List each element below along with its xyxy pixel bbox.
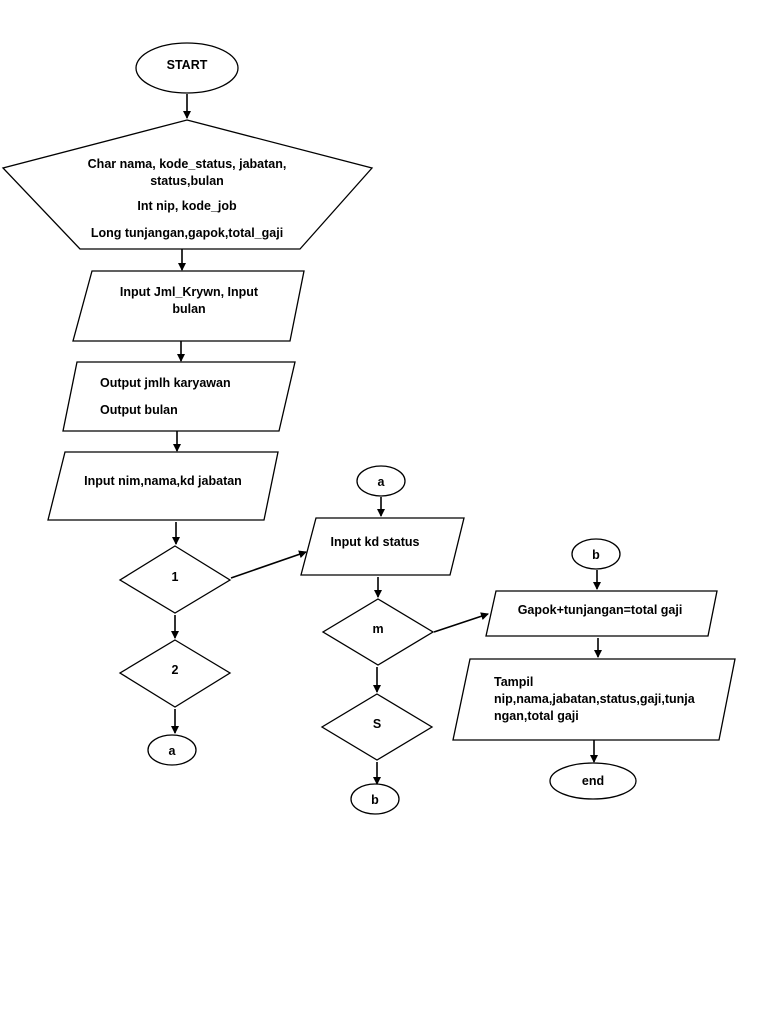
decision-s: S bbox=[320, 693, 434, 761]
input-kd-status: Input kd status bbox=[300, 517, 465, 576]
decision-m-label: m bbox=[372, 622, 383, 636]
input-nim-nama: Input nim,nama,kd jabatan bbox=[47, 451, 279, 521]
decision-m: m bbox=[321, 598, 435, 666]
input-jml-krywn: Input Jml_Krywn, Input bulan bbox=[72, 270, 305, 342]
input-jml-line2: bulan bbox=[172, 302, 205, 316]
end-terminator: end bbox=[549, 762, 637, 800]
declarations-line1: Char nama, kode_status, jabatan, bbox=[88, 157, 287, 171]
declarations-line3: Int nip, kode_job bbox=[137, 199, 237, 213]
tampil-line3: ngan,total gaji bbox=[494, 709, 579, 723]
start-label: START bbox=[167, 58, 208, 72]
start-terminator: START bbox=[135, 42, 239, 94]
connector-a-out: a bbox=[147, 734, 197, 766]
arrow-decision-1-to-status bbox=[230, 550, 307, 579]
declarations-line2: status,bulan bbox=[150, 174, 224, 188]
declarations-block: Char nama, kode_status, jabatan, status,… bbox=[1, 119, 374, 250]
output-line2: Output bulan bbox=[100, 403, 178, 417]
input-jml-line1: Input Jml_Krywn, Input bbox=[120, 285, 259, 299]
connector-a-out-label: a bbox=[169, 744, 177, 758]
decision-2: 2 bbox=[118, 639, 232, 708]
declarations-line4: Long tunjangan,gapok,total_gaji bbox=[91, 226, 283, 240]
input-status-label: Input kd status bbox=[331, 535, 420, 549]
output-line1: Output jmlh karyawan bbox=[100, 376, 231, 390]
input-nim-label: Input nim,nama,kd jabatan bbox=[84, 474, 242, 488]
decision-1: 1 bbox=[118, 545, 232, 614]
process-total-label: Gapok+tunjangan=total gaji bbox=[518, 603, 683, 617]
decision-s-label: S bbox=[373, 717, 381, 731]
connector-b-out: b bbox=[350, 783, 400, 815]
connector-a-in-label: a bbox=[378, 475, 386, 489]
process-total-gaji: Gapok+tunjangan=total gaji bbox=[485, 590, 718, 637]
connector-a-in: a bbox=[356, 465, 406, 497]
connector-b-in-label: b bbox=[592, 548, 600, 562]
connector-b-out-label: b bbox=[371, 793, 379, 807]
output-tampil: Tampil nip,nama,jabatan,status,gaji,tunj… bbox=[452, 658, 736, 741]
output-jml-karyawan: Output jmlh karyawan Output bulan bbox=[62, 361, 296, 432]
tampil-line2: nip,nama,jabatan,status,gaji,tunja bbox=[494, 692, 696, 706]
tampil-line1: Tampil bbox=[494, 675, 533, 689]
end-label: end bbox=[582, 774, 604, 788]
connector-b-in: b bbox=[571, 538, 621, 570]
decision-1-label: 1 bbox=[172, 570, 179, 584]
decision-2-label: 2 bbox=[172, 663, 179, 677]
arrow-decision-m-to-total bbox=[433, 612, 489, 633]
